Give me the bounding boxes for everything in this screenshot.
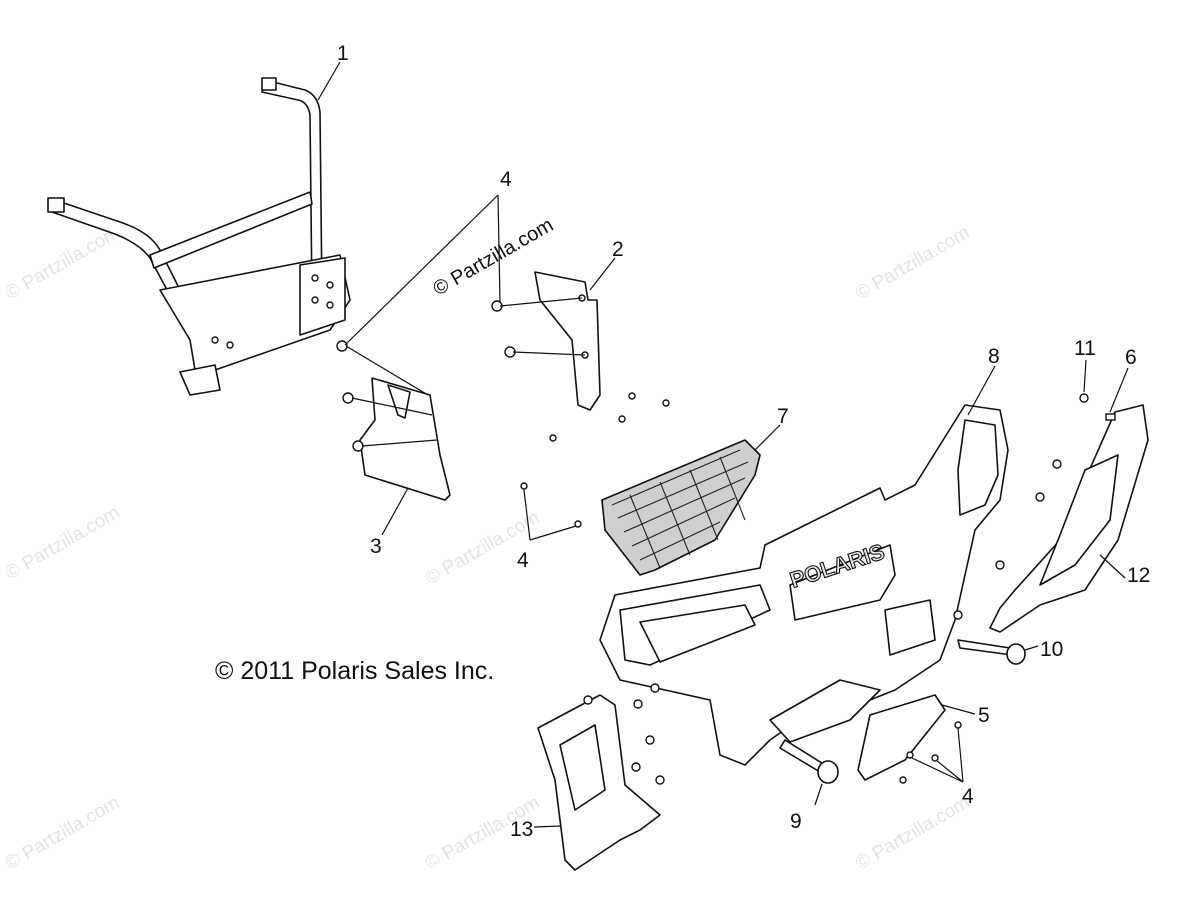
part-8-front-bumper: POLARIS 8 <box>599 345 1009 766</box>
callout-11: 11 <box>1074 337 1096 360</box>
part-2-skid-plate: 2 <box>491 238 624 411</box>
watermark-7: © Partzilla.com <box>852 792 973 874</box>
part-9-bolt: 10 <box>957 638 1063 665</box>
part-10-bolt: 9 <box>779 739 839 833</box>
callout-7: 7 <box>777 405 789 428</box>
callout-2: 2 <box>612 238 624 261</box>
watermark-3: © Partzilla.com <box>2 502 123 584</box>
copyright-text: © 2011 Polaris Sales Inc. <box>215 657 494 685</box>
watermark-2: © Partzilla.com <box>852 222 973 304</box>
callout-12: 12 <box>1127 564 1150 587</box>
part-11-nut: 11 <box>1074 337 1096 403</box>
part-12-side-panel: 12 <box>953 404 1150 633</box>
callout-4-lower: 4 <box>962 785 974 808</box>
watermark-5: © Partzilla.com <box>2 792 123 874</box>
callout-13: 13 <box>510 818 533 841</box>
part-5-lower-trim: 5 <box>857 694 990 781</box>
part-6-clip: 6 <box>1105 346 1137 421</box>
part-3-guard-plate: 3 <box>336 340 451 558</box>
callout-8: 8 <box>988 345 1000 368</box>
part-13-corner-piece: 13 <box>510 683 665 871</box>
callout-9: 10 <box>1040 638 1063 661</box>
part-7-mesh-grille: 7 <box>601 405 789 576</box>
callout-1: 1 <box>337 42 349 65</box>
part-1-bumper-frame: 1 <box>47 42 351 396</box>
callout-6: 6 <box>1125 346 1137 369</box>
callout-3: 3 <box>370 535 382 558</box>
callout-4-upper: 4 <box>500 168 512 191</box>
callout-5: 5 <box>978 704 990 727</box>
watermark-1: © Partzilla.com <box>2 222 123 304</box>
callout-4-middle: 4 <box>517 549 529 572</box>
callout-10: 9 <box>790 810 802 833</box>
